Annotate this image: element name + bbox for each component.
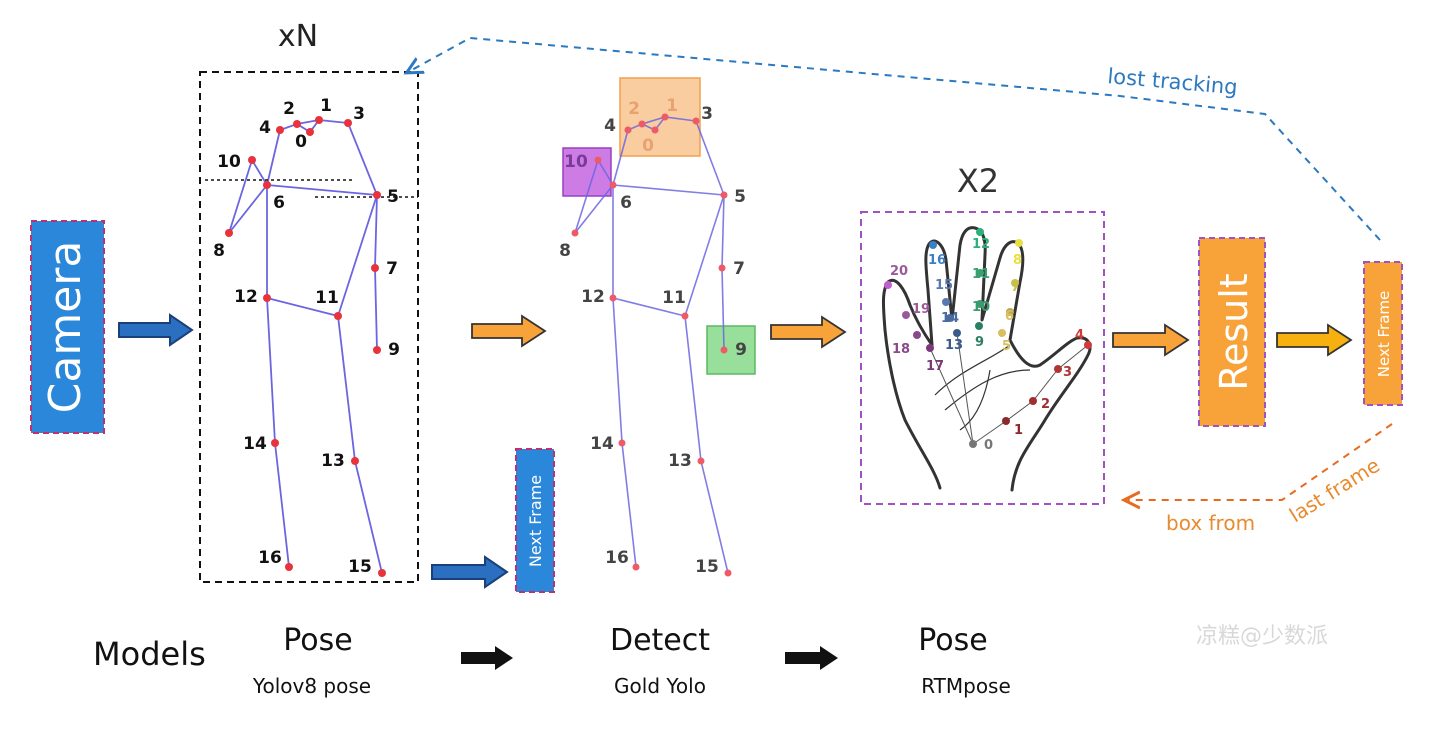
s2-label-16: 16 <box>605 548 629 568</box>
s1-label-15: 15 <box>348 557 372 577</box>
hand-label-16: 16 <box>928 253 946 268</box>
s2-label-11: 11 <box>662 288 686 308</box>
model-2-name: Detect <box>610 623 710 658</box>
hand-label-5: 5 <box>1002 339 1011 354</box>
hand-label-3: 3 <box>1063 365 1072 380</box>
s1-label-3: 3 <box>353 104 365 124</box>
hand-label-15: 15 <box>935 278 953 293</box>
camera-label: Camera <box>40 241 91 414</box>
result-box <box>1198 237 1266 427</box>
arrow-detect-to-hand <box>770 315 847 349</box>
s1-label-10: 10 <box>217 152 241 172</box>
s1-label-9: 9 <box>388 340 400 360</box>
s2-label-9: 9 <box>735 340 747 360</box>
skeleton-1-lines <box>228 119 383 574</box>
hand-label-14: 14 <box>941 311 959 326</box>
hand-label-17: 17 <box>926 359 944 374</box>
s2-label-14: 14 <box>590 434 614 454</box>
s2-label-7: 7 <box>733 259 745 279</box>
s1-label-13: 13 <box>321 451 345 471</box>
hand-label-13: 13 <box>945 338 963 353</box>
hand-label-11: 11 <box>972 267 990 282</box>
s2-label-15: 15 <box>695 557 719 577</box>
skeleton-2-joints <box>571 113 732 577</box>
model-2-sub: Gold Yolo <box>614 674 706 698</box>
model-1-sub: Yolov8 pose <box>252 674 371 698</box>
model-3-sub: RTMpose <box>921 674 1011 698</box>
hand-label-4: 4 <box>1075 328 1084 343</box>
model-3-name: Pose <box>918 623 987 658</box>
arrow-model-1-to-2 <box>461 646 513 670</box>
s1-label-0: 0 <box>295 132 307 152</box>
s2-label-3: 3 <box>701 104 713 124</box>
hand-label-12: 12 <box>972 237 990 252</box>
detect-head-box <box>619 77 701 157</box>
pose-dashed-box <box>199 71 419 583</box>
skeleton-2-lines <box>574 116 729 574</box>
watermark: 凉糕@少数派 <box>1196 624 1328 649</box>
hand-keypoint-lines <box>929 332 1089 445</box>
s1-label-14: 14 <box>243 434 267 454</box>
s1-label-2: 2 <box>283 99 295 119</box>
s2-label-2: 2 <box>628 99 640 119</box>
model-1-name: Pose <box>283 623 352 658</box>
hand-creases <box>934 344 1031 431</box>
lost-tracking-path <box>410 36 1381 241</box>
hand-outline <box>881 226 1092 492</box>
hand-keypoints <box>884 228 1092 448</box>
hand-label-0: 0 <box>984 438 993 453</box>
hand-label-18: 18 <box>892 342 910 357</box>
hand-label-1: 1 <box>1014 423 1023 438</box>
s2-label-13: 13 <box>668 451 692 471</box>
next-frame-right-box <box>1363 261 1403 406</box>
s1-label-5: 5 <box>387 187 399 207</box>
s1-label-4: 4 <box>259 118 271 138</box>
next-frame-left-box <box>515 448 555 593</box>
xn-label: xN <box>278 19 318 54</box>
s1-label-12: 12 <box>234 287 258 307</box>
arrow-model-2-to-3 <box>785 646 838 670</box>
hand-label-7: 7 <box>1011 280 1020 295</box>
arrow-camera-to-pose <box>118 313 194 347</box>
detect-right-hand-box <box>706 325 756 375</box>
s1-label-11: 11 <box>315 288 339 308</box>
s1-label-8: 8 <box>213 241 225 261</box>
s2-label-12: 12 <box>581 287 605 307</box>
hand-label-2: 2 <box>1041 397 1050 412</box>
result-label: Result <box>1212 273 1256 390</box>
arrow-result-to-next-frame <box>1276 323 1353 357</box>
camera-box <box>30 220 105 434</box>
s1-label-16: 16 <box>258 548 282 568</box>
hand-label-6: 6 <box>1005 309 1014 324</box>
arrow-hand-to-result <box>1112 323 1190 357</box>
x2-label: X2 <box>957 162 999 200</box>
s2-label-1: 1 <box>666 96 678 116</box>
s2-label-10: 10 <box>564 152 588 172</box>
s2-label-6: 6 <box>620 193 632 213</box>
next-frame-left-label: Next Frame <box>526 475 545 567</box>
s1-label-7: 7 <box>386 259 398 279</box>
arrow-to-next-frame-left <box>431 555 509 589</box>
s2-label-0: 0 <box>642 136 654 156</box>
hand-pose-box <box>860 211 1105 505</box>
s2-label-4: 4 <box>604 116 616 136</box>
arrow-pose-to-detect <box>471 314 547 348</box>
s1-label-6: 6 <box>273 193 285 213</box>
models-heading: Models <box>93 635 206 673</box>
hand-label-20: 20 <box>890 264 908 279</box>
lost-tracking-label: lost tracking <box>1107 64 1239 99</box>
hand-label-19: 19 <box>912 302 930 317</box>
s1-label-1: 1 <box>320 96 332 116</box>
hand-label-9: 9 <box>975 335 984 350</box>
hand-label-10: 10 <box>972 300 990 315</box>
box-from-last-frame-path <box>1128 423 1393 500</box>
s2-label-8: 8 <box>559 241 571 261</box>
hand-label-8: 8 <box>1013 253 1022 268</box>
skeleton-1-joints <box>225 116 386 577</box>
s2-label-5: 5 <box>734 187 746 207</box>
box-from-label: box from <box>1166 511 1255 535</box>
next-frame-right-label: Next Frame <box>1375 291 1393 377</box>
